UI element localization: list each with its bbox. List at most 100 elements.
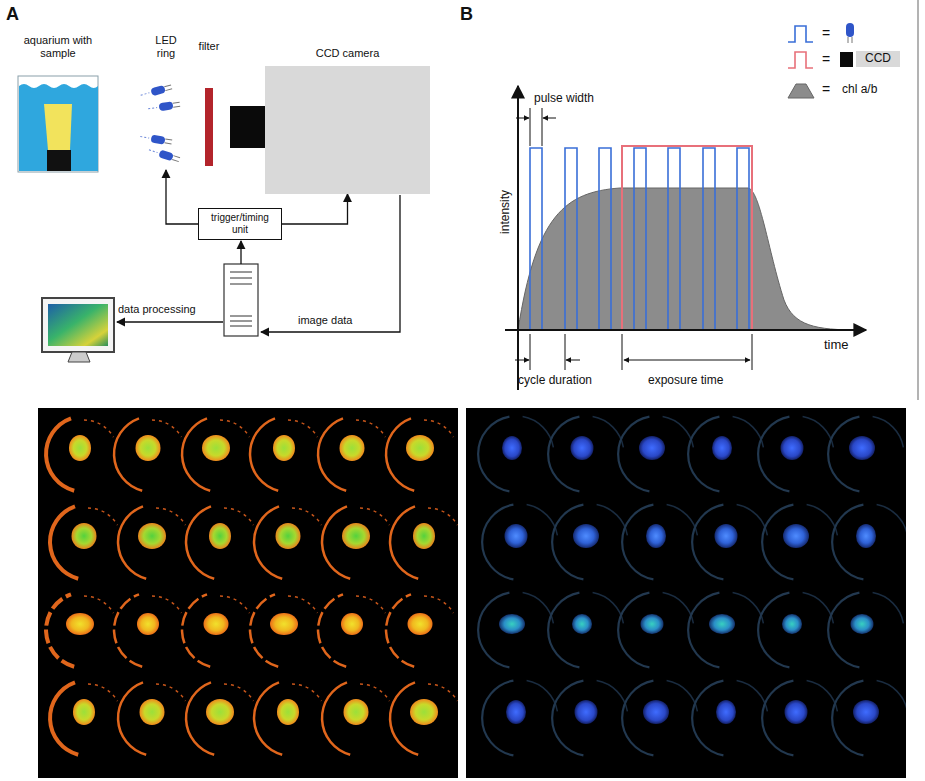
aquarium-drawing bbox=[18, 76, 98, 172]
camera-body: CCD camera bbox=[265, 66, 430, 194]
drawing-part bbox=[466, 408, 906, 778]
sample-spot bbox=[571, 436, 594, 460]
sample-spot bbox=[413, 523, 435, 549]
drawing-part bbox=[48, 304, 108, 346]
connector bbox=[166, 170, 198, 224]
drawing-part bbox=[173, 106, 180, 108]
drawing-part bbox=[566, 360, 580, 361]
well-ring bbox=[220, 420, 249, 437]
connector bbox=[282, 194, 348, 224]
sample-spot bbox=[783, 524, 809, 548]
led-ring: LED ring bbox=[138, 34, 194, 170]
well-ring bbox=[318, 594, 346, 666]
sample-spot bbox=[276, 523, 301, 549]
exposure-window bbox=[622, 146, 752, 330]
drawing-part bbox=[230, 272, 252, 273]
node-label: aquarium with sample bbox=[14, 34, 102, 60]
drawing-part bbox=[159, 101, 174, 111]
flow-label: image data bbox=[298, 314, 352, 327]
well-ring bbox=[152, 420, 181, 437]
well-ring bbox=[186, 506, 214, 578]
drawing-part bbox=[149, 150, 158, 153]
drawing-part bbox=[788, 52, 813, 68]
sample-spot bbox=[502, 436, 522, 460]
filter-bar bbox=[205, 88, 213, 166]
well-ring bbox=[84, 596, 113, 613]
well-ring bbox=[254, 682, 282, 754]
drawing-part bbox=[622, 334, 752, 370]
dimension-label: pulse width bbox=[534, 92, 594, 106]
sample-spot bbox=[270, 613, 298, 635]
drawing-part bbox=[230, 321, 252, 322]
sample-spot bbox=[851, 614, 874, 634]
sample-spot bbox=[140, 699, 165, 725]
well-ring bbox=[424, 420, 453, 437]
sample-spot bbox=[643, 700, 669, 724]
well-ring bbox=[428, 684, 457, 701]
drawing-part bbox=[150, 85, 166, 96]
drawing-part bbox=[164, 85, 171, 87]
legend-equals: = bbox=[822, 25, 830, 41]
axis-label: time bbox=[824, 338, 849, 353]
sample-spot bbox=[204, 613, 229, 635]
drawing-part bbox=[846, 23, 854, 43]
sample-spot bbox=[137, 613, 159, 635]
drawing-part bbox=[141, 93, 150, 95]
sample-spot bbox=[342, 523, 370, 549]
sample-spot bbox=[341, 613, 363, 635]
sample-spot bbox=[572, 614, 592, 634]
legend-equals: = bbox=[822, 51, 830, 67]
drawing-part bbox=[530, 108, 542, 146]
control-line bbox=[240, 241, 241, 264]
drawing-part bbox=[848, 37, 849, 43]
sample-spot bbox=[410, 699, 438, 725]
drawing-part bbox=[788, 84, 814, 98]
sample-spot bbox=[277, 699, 299, 725]
drawing-part bbox=[224, 264, 258, 336]
drawing-part bbox=[165, 89, 172, 91]
drawing-part bbox=[852, 37, 853, 43]
drawing-part bbox=[42, 298, 114, 352]
well-ring bbox=[84, 420, 113, 437]
drawing-part bbox=[148, 146, 181, 163]
sample-spot bbox=[853, 700, 879, 724]
well-ring bbox=[114, 594, 142, 666]
drawing-part bbox=[165, 139, 172, 140]
sample-spot bbox=[202, 435, 230, 461]
flow-label: data processing bbox=[118, 303, 196, 316]
drawing-part bbox=[140, 137, 149, 139]
node-label: filter bbox=[191, 40, 227, 53]
drawing-part bbox=[173, 102, 180, 104]
legend-text: CCD bbox=[856, 51, 900, 67]
well-ring bbox=[250, 418, 278, 490]
panel-divider bbox=[917, 0, 919, 400]
drawing-part bbox=[230, 316, 252, 317]
led-pulses bbox=[530, 148, 749, 330]
drawing-part bbox=[230, 326, 252, 327]
node-label: CCD camera bbox=[255, 47, 440, 60]
fluorescence-photo-red bbox=[38, 408, 458, 778]
sample-spot bbox=[782, 614, 802, 634]
well-ring bbox=[877, 681, 906, 712]
well-ring bbox=[424, 596, 453, 613]
drawing-part bbox=[68, 352, 90, 362]
sample-spot bbox=[709, 614, 735, 634]
well-ring bbox=[50, 682, 78, 754]
drawing-part bbox=[38, 408, 458, 778]
sample-spot bbox=[715, 524, 738, 548]
drawing-part bbox=[47, 150, 71, 171]
computer-tower bbox=[224, 264, 258, 336]
node-label: trigger/timing unit bbox=[203, 212, 277, 236]
well-ring bbox=[220, 596, 249, 613]
sample-spot bbox=[856, 524, 876, 548]
drawing-part bbox=[165, 143, 172, 144]
well-ring bbox=[356, 420, 385, 437]
axis-label: intensity bbox=[499, 172, 513, 252]
drawing-part bbox=[624, 360, 750, 361]
sample-spot bbox=[505, 524, 528, 548]
sample-spot bbox=[781, 436, 804, 460]
dimension-label: cycle duration bbox=[518, 374, 592, 388]
sample-spot bbox=[138, 523, 166, 549]
sample-spot bbox=[136, 435, 161, 461]
sample-spot bbox=[712, 436, 732, 460]
